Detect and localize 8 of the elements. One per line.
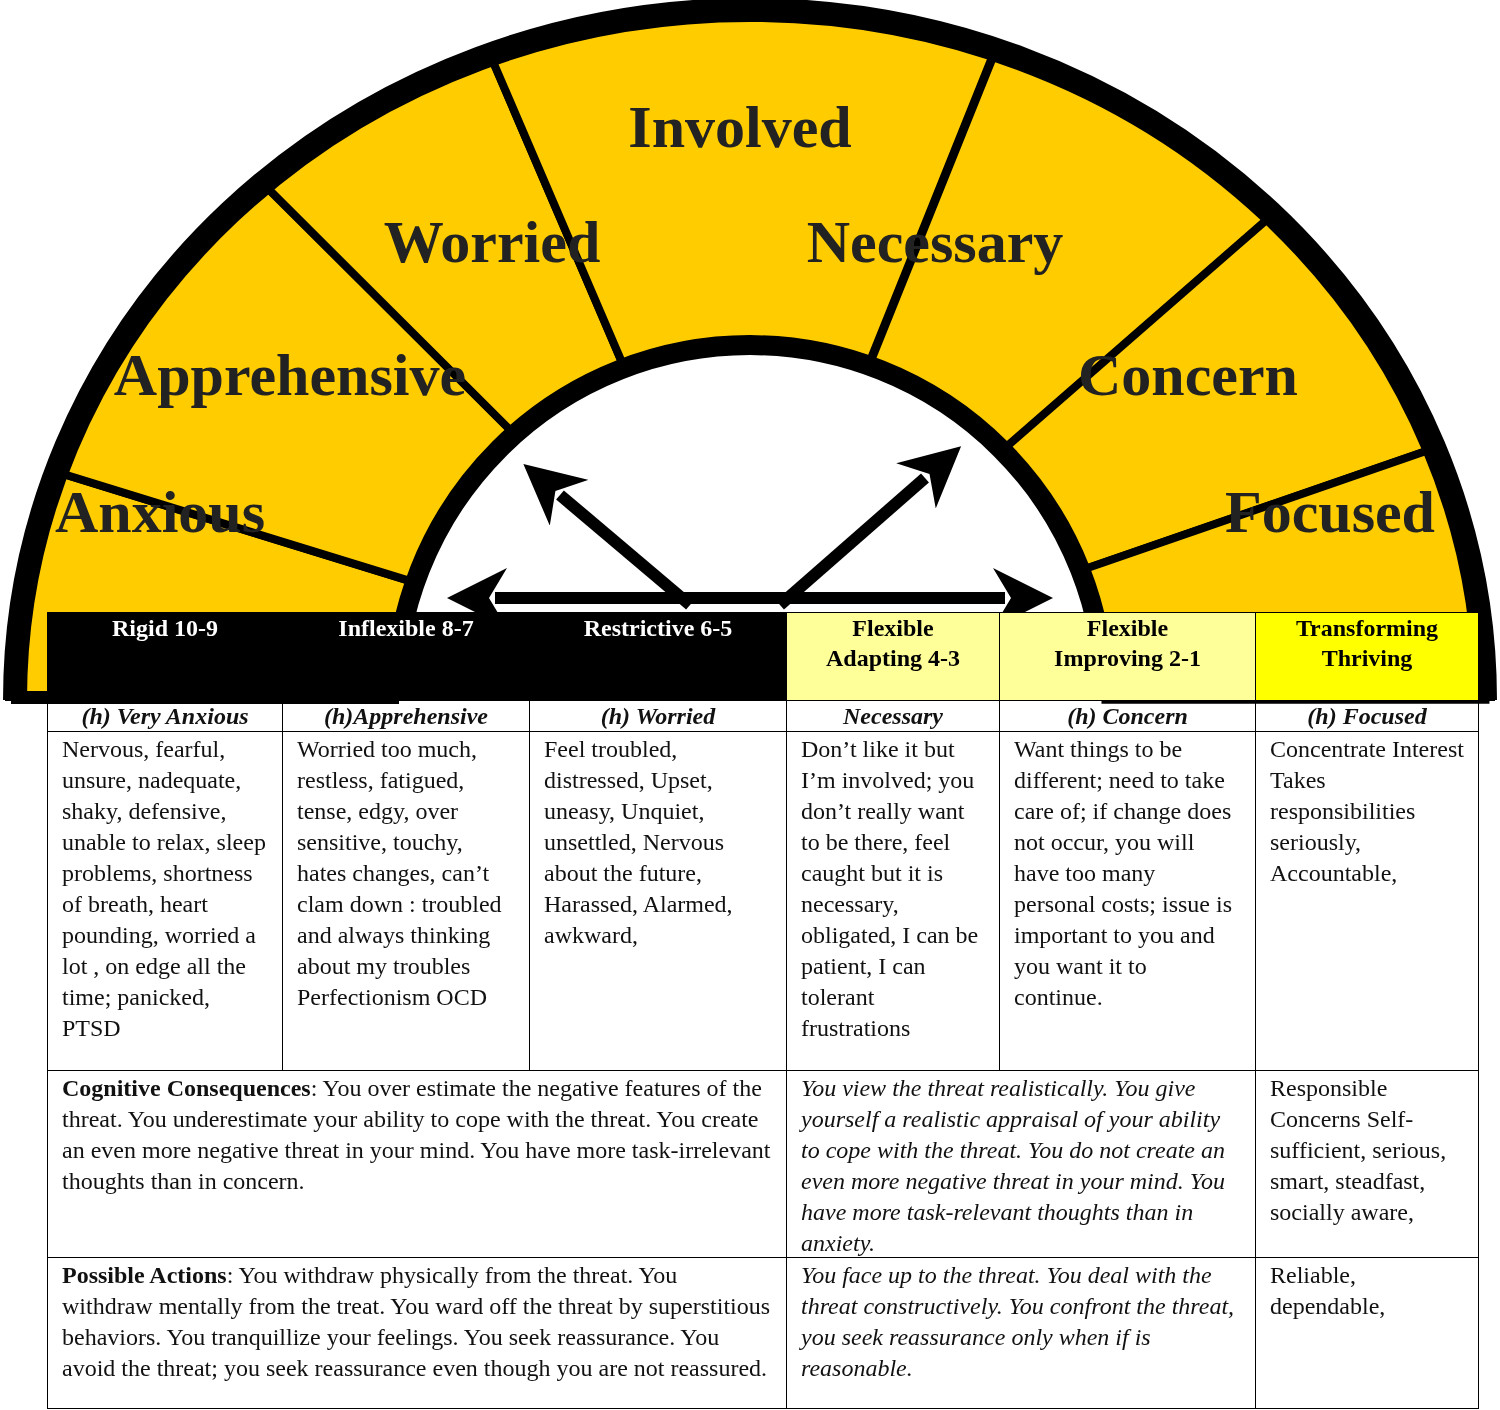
table-cell: Reliable, dependable, bbox=[1255, 1257, 1479, 1409]
header-cell: Transforming Thriving bbox=[1255, 612, 1479, 701]
segment-label: Involved bbox=[628, 97, 852, 157]
segment-label: Focused bbox=[1225, 482, 1435, 542]
header-cell: Flexible Adapting 4-3 bbox=[786, 612, 1000, 701]
segment-label: Concern bbox=[1078, 345, 1298, 405]
header-cell: Flexible Improving 2-1 bbox=[999, 612, 1256, 701]
table-cell: Possible Actions: You withdraw physically from the threat. You withdraw mentally from the treat. You ward off the threat by superstitious behaviors. You tranquillize your feelings. You seek reassurance. You avoid the threat; you seek reassurance even though you are not reassured. bbox=[47, 1257, 787, 1409]
